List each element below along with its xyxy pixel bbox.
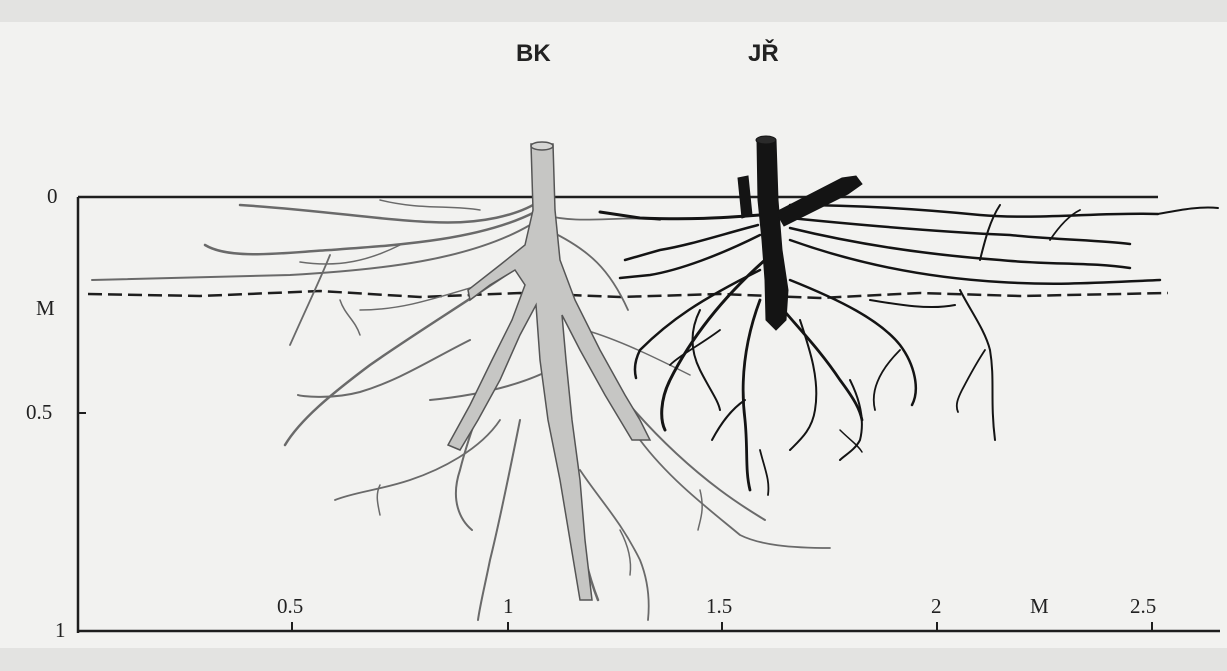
jr-taproot [757,140,788,330]
bk-root-system [92,142,830,620]
bk-taproot [448,144,650,600]
distance-tick-label: 1.5 [706,596,732,617]
m-horizon-line [88,291,1168,298]
bk-plant-label: BK [516,42,551,66]
jr-root-system [600,136,1218,495]
distance-tick-label: 2.5 [1130,596,1156,617]
distance-tick-label: 1 [503,596,514,617]
distance-unit-label: M [1030,596,1049,617]
depth-tick-label: 0 [47,186,58,207]
jr-plant-label: JŘ [748,42,779,66]
jr-side-shoot [738,176,752,218]
jr-lateral-shoot [776,176,862,226]
depth-tick-label: 1 [55,620,66,641]
bk-stem-cut [531,142,553,150]
depth-tick-label: 0.5 [26,402,52,423]
depth-unit-label: M [36,298,55,319]
jr-stem-cut [756,136,776,144]
distance-tick-label: 2 [931,596,942,617]
distance-tick-label: 0.5 [277,596,303,617]
